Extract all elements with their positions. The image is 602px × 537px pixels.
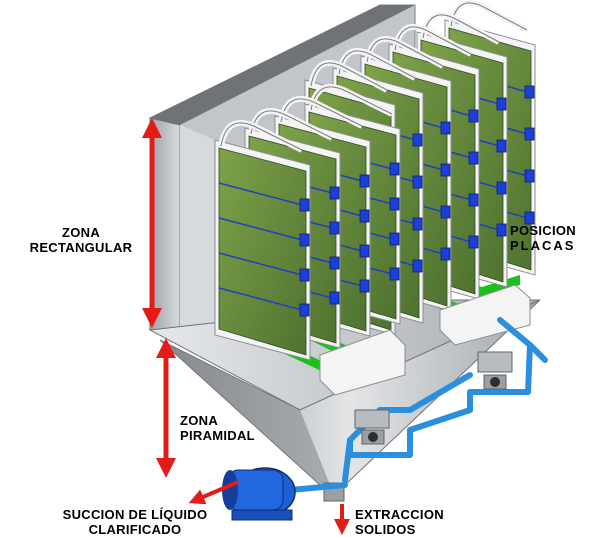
tank-inner-panel xyxy=(180,125,215,340)
plate-stack xyxy=(214,0,536,361)
plate xyxy=(214,120,311,361)
pump-motor xyxy=(222,467,296,521)
arrow-succion xyxy=(188,480,239,505)
valve-upper xyxy=(477,351,513,390)
front-lid-left xyxy=(319,329,406,396)
label-succion: SUCCION DE LÍQUIDO CLARIFICADO xyxy=(62,507,208,537)
label-zona-rectangular: ZONA RECTANGULAR xyxy=(29,225,133,255)
label-extraccion: EXTRACCION SOLIDOS xyxy=(355,507,444,537)
tank-top-rim xyxy=(150,5,415,125)
valve-lower xyxy=(354,409,390,445)
label-zona-piramidal: ZONA PIRAMIDAL xyxy=(180,413,255,443)
hopper-shadow xyxy=(160,340,330,485)
label-posicion-placas: POSICION PLACAS xyxy=(510,223,576,253)
